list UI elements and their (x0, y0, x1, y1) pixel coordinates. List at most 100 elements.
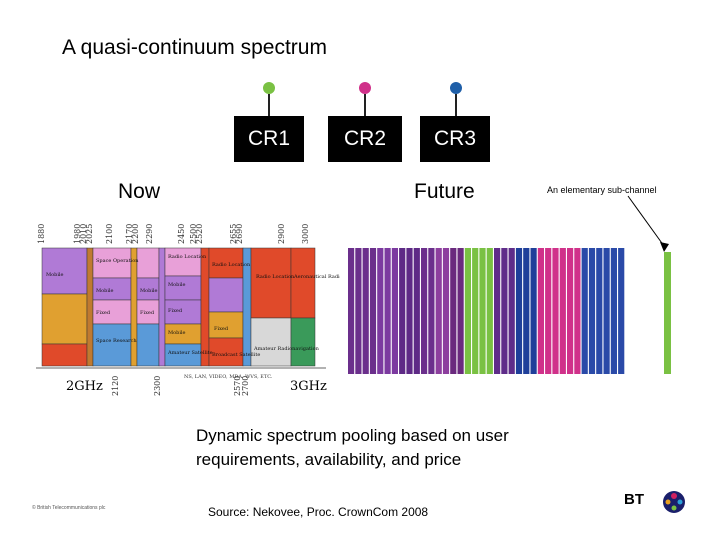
frequency-tick-label: 2170 (125, 224, 134, 244)
allocation-blocks (41, 247, 316, 367)
sub-channel-bar (377, 248, 384, 374)
service-label: Mobile (140, 288, 158, 294)
frequency-tick-label: 2450 (177, 224, 186, 244)
service-label: Mobile (168, 330, 186, 336)
sub-channel-bar (479, 248, 486, 374)
service-label: Radio Location (168, 254, 207, 260)
service-label: Aeronautical Radionavigation (293, 274, 340, 280)
sub-channel-bar (603, 248, 610, 374)
sub-channel-bar (457, 248, 464, 374)
frequency-tick-label: 1980 (73, 224, 82, 244)
frequency-tick-label: 2690 (235, 224, 244, 244)
service-label: Amateur Radionavigation (253, 346, 320, 352)
cr2-box: CR2 (328, 116, 402, 162)
sub-channel-bar (362, 248, 369, 374)
sub-channel-bar (384, 248, 391, 374)
frequency-tick-label: 2120 (111, 376, 120, 396)
frequency-tick-label: 2025 (85, 224, 94, 244)
sub-channel-bar (486, 248, 493, 374)
frequency-tick-label: 2900 (277, 224, 286, 244)
cr3-pin-stem (455, 94, 457, 116)
sub-channel-bar (399, 248, 406, 374)
service-label: Radio Location (256, 274, 295, 280)
sub-channel-bar (508, 248, 515, 374)
sub-channel-bar (391, 248, 398, 374)
frequency-tick-label: 2655 (229, 224, 238, 244)
sub-channel-bar (450, 248, 457, 374)
description-text: Dynamic spectrum pooling based on user r… (196, 426, 509, 469)
sub-channel-bar (421, 248, 428, 374)
service-label: Fixed (214, 326, 229, 332)
service-label: Amateur Satellite (167, 350, 213, 356)
slide-title: A quasi-continuum spectrum (62, 36, 327, 59)
sub-channel-bar (428, 248, 435, 374)
sub-channel-bar (552, 248, 559, 374)
subchannel-arrow-icon (627, 195, 669, 252)
service-label: Mobile (46, 272, 64, 278)
frequency-tick-label: 1880 (37, 224, 46, 244)
service-label: Broadcast Satellite (212, 352, 260, 358)
sub-channel-bar (596, 248, 603, 374)
service-label: Fixed (140, 310, 155, 316)
sub-channel-bar (559, 248, 566, 374)
future-label: Future (414, 180, 475, 203)
frequency-tick-label: 2520 (195, 224, 204, 244)
cr1-box: CR1 (234, 116, 304, 162)
frequency-tick-label: 2700 (241, 376, 250, 396)
service-label: Fixed (168, 308, 183, 314)
frequency-tick-label: 2100 (105, 224, 114, 244)
cr1-pin-stem (268, 94, 270, 116)
frequency-tick-label: 2300 (153, 376, 162, 396)
sub-channel-bar (618, 248, 625, 374)
cr3-pin-icon (450, 82, 462, 94)
source-citation: Source: Nekovee, Proc. CrownCom 2008 (208, 505, 429, 519)
frequency-tick-label: 2500 (189, 224, 198, 244)
sub-channel-bar (501, 248, 508, 374)
subchannel-label: An elementary sub-channel (547, 185, 657, 195)
sub-channel-bar (588, 248, 596, 374)
spectrum-right-label: 3GHz (290, 379, 327, 394)
bt-globe-icon: BT (624, 491, 685, 513)
now-label: Now (118, 180, 161, 203)
sub-channel-bar (515, 248, 523, 374)
sub-channel-bars (348, 248, 625, 374)
sub-channel-bar (472, 248, 479, 374)
bottom-note: NS, LAN, VIDEO, MDA, WVS, ETC. (184, 374, 273, 380)
frequency-tick-label: 2010 (79, 224, 88, 244)
sub-channel-bar (413, 248, 420, 374)
sub-channel-bar (581, 248, 588, 374)
service-label: Fixed (96, 310, 111, 316)
cr2-pin-stem (364, 94, 366, 116)
sub-channel-bar (435, 248, 442, 374)
frequency-tick-label: 2290 (145, 224, 154, 244)
cr2-pin-icon (359, 82, 371, 94)
service-label: Mobile (96, 288, 114, 294)
frequency-tick-label: 2200 (131, 224, 140, 244)
sub-channel-bar (442, 248, 450, 374)
sub-channel-bar (494, 248, 501, 374)
frequency-tick-label: 3000 (301, 224, 310, 244)
elementary-subchannel-bar (664, 252, 671, 374)
sub-channel-bar (567, 248, 574, 374)
svg-text:BT: BT (624, 491, 644, 508)
sub-channel-bar (369, 248, 377, 374)
sub-channel-bar (464, 248, 471, 374)
service-label: Space Research (96, 338, 137, 344)
sub-channel-bar (537, 248, 544, 374)
service-label: Mobile (168, 282, 186, 288)
sub-channel-bar (523, 248, 530, 374)
sub-channel-bar (406, 248, 413, 374)
sub-channel-bar (530, 248, 537, 374)
frequency-tick-label: 2570 (233, 376, 242, 396)
service-label: Radio Location (212, 262, 251, 268)
future-spectrum-bars (348, 248, 671, 374)
service-label: Space Operation (96, 258, 139, 264)
sub-channel-bar (574, 248, 581, 374)
bt-logo: BT (622, 484, 692, 525)
cr1-pin-icon (263, 82, 275, 94)
cr3-box: CR3 (420, 116, 490, 162)
